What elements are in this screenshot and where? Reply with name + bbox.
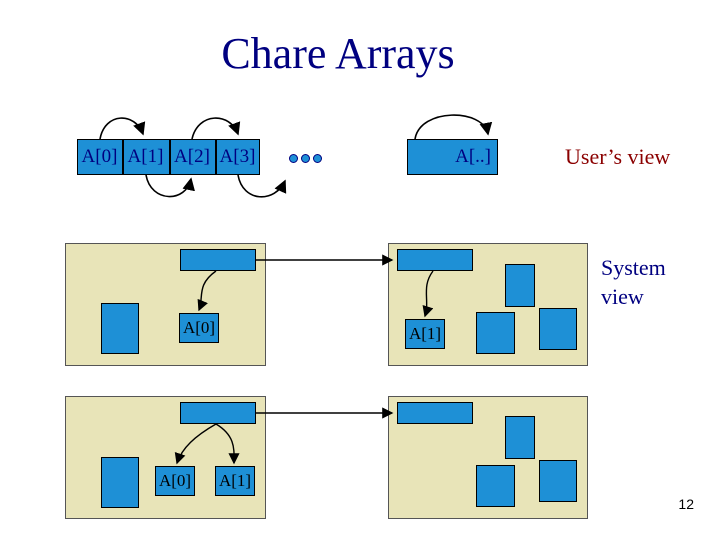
system-view-label-line1: System	[601, 255, 666, 280]
arrow-a0-a1	[99, 117, 146, 140]
system-view-label: System view	[601, 253, 666, 311]
ellipsis-dot	[289, 154, 298, 163]
cell-divider	[169, 139, 171, 175]
cell-divider	[122, 139, 124, 175]
array-manager-block	[397, 249, 473, 271]
chare-block	[539, 460, 577, 502]
chare-block	[505, 416, 535, 459]
ellipsis-dot	[301, 154, 310, 163]
user-cell-a2: A[2]	[174, 146, 210, 167]
ellipsis-dot	[313, 154, 322, 163]
array-element-a1: A[1]	[215, 466, 255, 496]
page-number: 12	[678, 496, 694, 512]
array-manager-block	[180, 402, 256, 424]
user-cell-a0: A[0]	[81, 146, 118, 167]
user-cell-last: A[..]	[407, 139, 498, 175]
system-view-label-line2: view	[601, 284, 644, 309]
chare-block	[505, 264, 535, 307]
chare-block	[539, 308, 577, 350]
arrow-manager-a1-top	[422, 270, 434, 318]
arrow-a3-next	[237, 174, 287, 198]
slide-title: Chare Arrays	[221, 29, 455, 78]
array-manager-block	[180, 249, 256, 271]
arrow-manager-a0-top	[197, 270, 217, 312]
chare-block	[476, 312, 515, 354]
chare-block	[101, 457, 139, 508]
chare-block	[476, 465, 515, 507]
arrow-manager-a0-bottom	[174, 423, 217, 465]
array-element-a1: A[1]	[405, 319, 445, 349]
array-manager-block	[397, 402, 473, 424]
array-element-a0: A[0]	[155, 466, 195, 496]
arrow-a1-a2	[145, 174, 195, 198]
user-cell-a1: A[1]	[127, 146, 164, 167]
arrow-a2-a3	[191, 117, 241, 140]
cell-divider	[215, 139, 217, 175]
arrow-manager-a1-bottom	[215, 423, 240, 465]
user-cell-a3: A[3]	[219, 146, 256, 167]
user-cell-last-label: A[..]	[455, 146, 491, 167]
user-array-strip	[77, 139, 260, 175]
arrow-loop-last	[414, 114, 493, 140]
users-view-label: User’s view	[565, 144, 671, 169]
chare-block	[101, 303, 139, 354]
array-element-a0: A[0]	[179, 313, 219, 343]
